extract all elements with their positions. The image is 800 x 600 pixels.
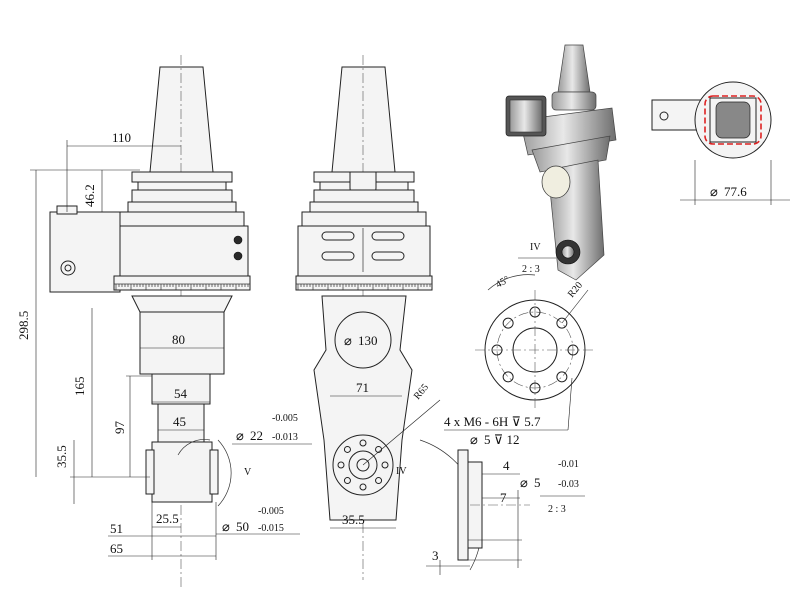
dim-80: 80 xyxy=(172,332,185,347)
dim-45: 45 xyxy=(173,414,186,429)
bolt-hole xyxy=(502,371,514,383)
bolt-hole xyxy=(375,477,383,485)
dim-97: 97 xyxy=(112,421,127,435)
bolt-hole xyxy=(529,382,541,394)
dim-35-5-left: 35.5 xyxy=(54,445,69,468)
bolt-hole xyxy=(556,317,568,329)
scale-ticks-left xyxy=(115,284,249,290)
dia-130-symbol: ⌀ xyxy=(344,333,352,348)
side-view: 110 46.2 298.5 80 165 97 54 45 35.5 25.5… xyxy=(16,55,312,590)
bolt-hole xyxy=(343,477,351,485)
detail-bolt-holes xyxy=(491,306,579,394)
dim-46-2: 46.2 xyxy=(82,184,97,207)
output-bolt-holes xyxy=(337,439,389,491)
scale-ticks-middle xyxy=(297,284,431,290)
bolt-hole xyxy=(502,317,514,329)
drill-callout-dia: ⌀ xyxy=(470,432,478,447)
tol5-main: 5 xyxy=(534,475,541,490)
tol5-lower: -0.03 xyxy=(558,479,579,490)
dim-4: 4 xyxy=(503,458,510,473)
dim-3: 3 xyxy=(432,548,439,563)
dia-130: 130 xyxy=(358,333,378,348)
detail-iv-scale: 2 : 3 xyxy=(522,264,540,275)
tol22-upper: -0.005 xyxy=(272,413,298,424)
tol50-upper: -0.005 xyxy=(258,506,284,517)
tol22-main: 22 xyxy=(250,428,263,443)
top-view: ⌀ 77.6 xyxy=(651,81,790,205)
bolt-hole xyxy=(337,461,345,469)
tol50-lower: -0.015 xyxy=(258,523,284,534)
dim-298-5: 298.5 xyxy=(16,311,31,340)
angle-45: 45° xyxy=(494,274,512,291)
isometric-view xyxy=(505,44,617,281)
dia-77-6-symbol: ⌀ xyxy=(710,184,718,199)
bolt-hole xyxy=(491,344,503,356)
bolt-hole xyxy=(529,306,541,318)
section-scale: 2 : 3 xyxy=(548,504,566,515)
bolt-hole xyxy=(567,344,579,356)
dim-35-5-mid: 35.5 xyxy=(342,512,365,527)
dim-71: 71 xyxy=(356,380,369,395)
bolt-hole xyxy=(343,445,351,453)
tol50-dia: ⌀ xyxy=(222,519,230,534)
tol22-dia: ⌀ xyxy=(236,428,244,443)
dim-110: 110 xyxy=(112,130,131,145)
bolt-hole xyxy=(359,439,367,447)
detail-iv-label: IV xyxy=(530,242,541,253)
tol5-dia: ⌀ xyxy=(520,475,528,490)
bolt-hole xyxy=(381,461,389,469)
dim-165: 165 xyxy=(72,377,87,397)
dim-51: 51 xyxy=(110,521,123,536)
thread-callout: 4 x M6 - 6H ⊽ 5.7 xyxy=(444,414,541,429)
dim-7: 7 xyxy=(500,490,507,505)
dim-54: 54 xyxy=(174,386,188,401)
bolt-hole xyxy=(359,483,367,491)
front-view: ⌀ 130 71 R65 35.5 IV xyxy=(295,55,441,580)
bolt-hole xyxy=(556,371,568,383)
tol5-upper: -0.01 xyxy=(558,459,579,470)
tol22-lower: -0.013 xyxy=(272,432,298,443)
section-detail: 4 7 -0.01 ⌀ 5 -0.03 2 : 3 3 xyxy=(419,439,585,575)
dim-25-5: 25.5 xyxy=(156,511,179,526)
tol50-main: 50 xyxy=(236,519,249,534)
radius-r65: R65 xyxy=(412,382,431,402)
drill-callout: 5 ⊽ 12 xyxy=(484,432,520,447)
view-iv-mark: IV xyxy=(396,466,407,477)
dim-65: 65 xyxy=(110,541,123,556)
dia-77-6: 77.6 xyxy=(724,184,747,199)
view-v-label: V xyxy=(244,467,252,478)
